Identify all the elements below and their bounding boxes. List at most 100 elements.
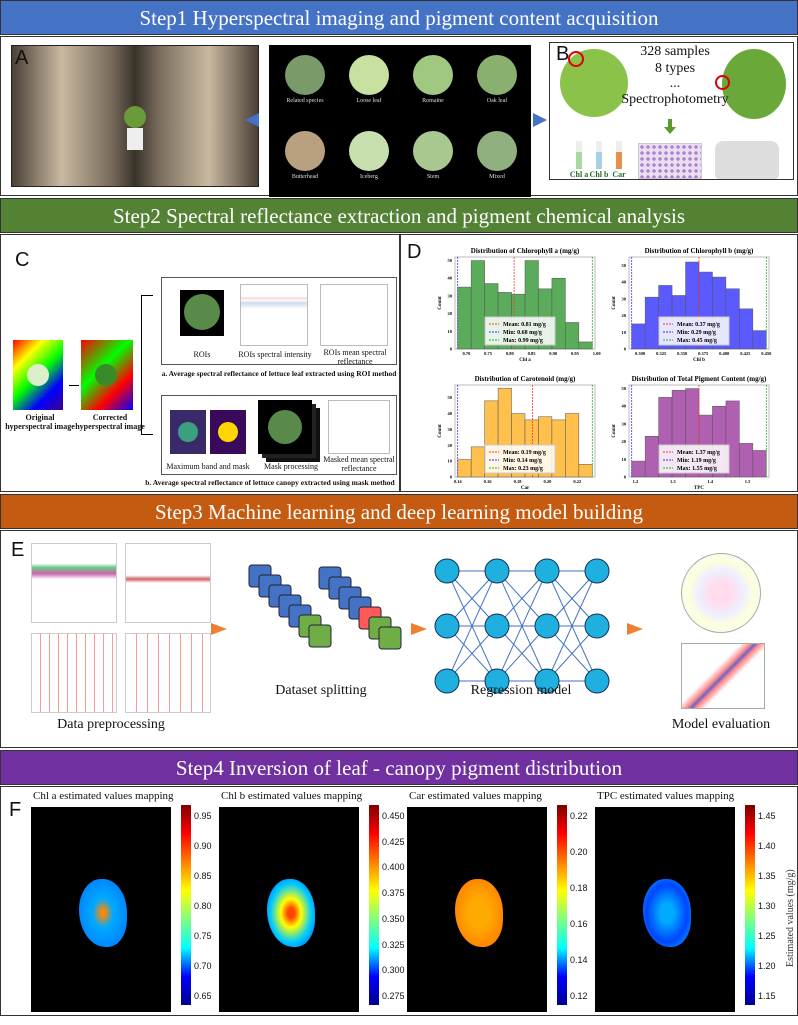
ellipsis: ... (669, 76, 681, 91)
canopy-heatmap (643, 879, 691, 947)
colorbar (745, 805, 755, 1005)
variety-label: Loose leaf (356, 98, 382, 104)
x-tick-label: 1.2 (633, 479, 639, 484)
mask-image (210, 410, 246, 454)
variety-oak-leaf: Oak leaf (467, 51, 527, 113)
chart-title: Distribution of Chlorophyll b (mg/g) (645, 247, 754, 255)
histogram-bar (457, 286, 472, 350)
y-tick-label: 40 (622, 404, 627, 409)
canopy-heatmap (267, 879, 315, 947)
histogram-bar (470, 260, 485, 350)
nn-node (584, 558, 610, 584)
canopy-heatmap (455, 879, 503, 947)
x-tick-label: 0.14 (454, 479, 463, 484)
histogram-bar (631, 460, 646, 478)
lettuce-image (477, 131, 517, 171)
lettuce-right (722, 49, 786, 119)
colorbar-tick: 0.300 (382, 965, 405, 976)
y-tick-label: 10 (448, 459, 453, 464)
legend-entry: Min: 0.29 mg/g (677, 330, 716, 336)
histogram-bar (752, 330, 767, 350)
histogram-bar (470, 446, 485, 478)
branch-lines (141, 295, 153, 435)
lettuce-image (349, 131, 389, 171)
x-tick-label: 0.20 (543, 479, 552, 484)
canopy-heatmap (79, 879, 127, 947)
masked-mean-chart (328, 400, 390, 454)
x-tick-label: 0.70 (462, 351, 471, 356)
colorbar-tick: 0.400 (382, 862, 405, 873)
y-tick-label: 10 (448, 329, 453, 334)
arrow-right-icon (411, 623, 427, 635)
variety-label: Mixed (489, 174, 505, 180)
histogram-tpc: Distribution of Total Pigment Content (m… (612, 375, 770, 491)
step3-banner: Step3 Machine learning and deep learning… (0, 494, 798, 529)
label-c: C (15, 249, 30, 271)
y-tick-label: 10 (622, 457, 627, 462)
histogram-bar (752, 450, 767, 478)
tube-label: Car (612, 170, 626, 179)
colorbar-tick: 0.425 (382, 836, 405, 847)
colorbar-tick: 0.90 (194, 841, 212, 851)
panel-d: D Distribution of Chlorophyll a (mg/g)0.… (400, 234, 798, 492)
label-a: A (15, 47, 29, 69)
stage-data-preprocessing: Data preprocessing (57, 717, 165, 732)
colorbar-tick: 0.95 (194, 811, 212, 821)
y-axis-label: Count (438, 424, 443, 438)
colorbar-tick: 0.275 (382, 991, 405, 1001)
histogram-chl-b: Distribution of Chlorophyll b (mg/g)0.30… (612, 247, 772, 363)
label-f: F (9, 799, 22, 821)
corrected-cube (81, 340, 133, 410)
variety-label: Oak leaf (486, 98, 508, 104)
stage-regression-model: Regression model (470, 683, 572, 698)
nn-edge (496, 570, 548, 682)
y-tick-label: 40 (622, 280, 627, 285)
map-title: Chl b estimated values mapping (221, 790, 363, 802)
nn-node (434, 613, 460, 639)
x-tick-label: 0.22 (573, 479, 582, 484)
legend-entry: Mean: 0.19 mg/g (503, 450, 546, 456)
variety-iceberg: Iceberg (339, 127, 399, 189)
x-axis-label: Car (521, 486, 530, 491)
arrow-right-icon (533, 113, 547, 127)
histogram-bar (739, 443, 754, 478)
colorbar-tick: 1.30 (758, 901, 776, 911)
colorbar-tick: 0.85 (194, 871, 212, 881)
plant-pot (124, 106, 146, 128)
arrow-down-head (664, 127, 676, 134)
nn-edge (446, 570, 498, 682)
colorbar-tick: 0.350 (382, 913, 405, 924)
sample-circle-icon (568, 51, 584, 67)
original-label: Original hyperspectral image (5, 413, 75, 431)
variety-label: Butterhead (291, 174, 319, 180)
growth-chamber-photo (11, 45, 259, 187)
nn-node (534, 558, 560, 584)
method-label: Spectrophotometry (621, 92, 729, 107)
histogram-bar (578, 464, 593, 478)
lettuce-image (285, 55, 325, 95)
colorbar-tick: 1.20 (758, 961, 776, 971)
original-cube (13, 340, 63, 410)
step2-banner: Step2 Spectral reflectance extraction an… (0, 198, 798, 233)
nn-node (584, 668, 610, 694)
colorbar-tick: 1.25 (758, 931, 776, 941)
colorbar-tick: 0.14 (570, 955, 588, 965)
label-b: B (556, 43, 570, 65)
nn-node (484, 668, 510, 694)
dataset-blocks (248, 564, 402, 650)
x-tick-label: 0.18 (514, 479, 523, 484)
x-tick-label: 1.5 (745, 479, 751, 484)
nn-node (434, 558, 460, 584)
mask-proc-label: Mask processing (264, 462, 318, 471)
legend-entry: Mean: 0.81 mg/g (503, 322, 546, 328)
masked-mean-label: Masked mean spectral reflectance (323, 455, 395, 473)
nn-node (484, 558, 510, 584)
x-tick-label: 0.400 (719, 351, 730, 356)
lettuce-image (285, 131, 325, 171)
x-axis-label: TPC (694, 486, 704, 491)
tube-label: Chl a (569, 170, 589, 179)
variety-label: Stem (426, 174, 440, 180)
